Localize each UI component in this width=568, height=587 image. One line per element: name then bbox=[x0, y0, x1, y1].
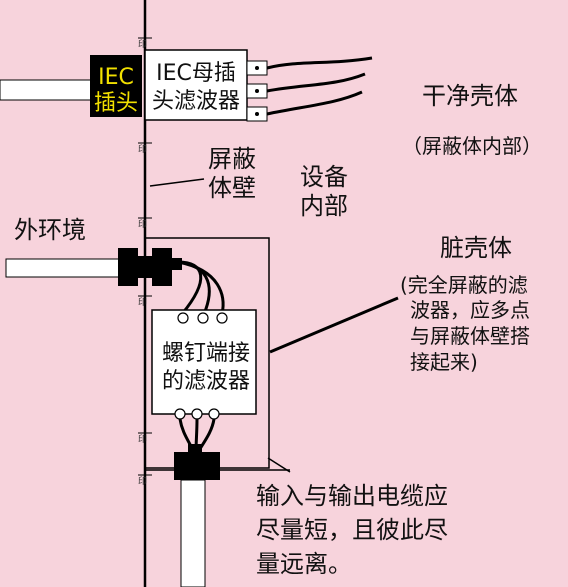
dirty-housing-note-line3: 与屏蔽体壁搭 bbox=[410, 324, 530, 348]
clean-housing-note: （屏蔽体内部） bbox=[402, 134, 542, 158]
svg-text:印: 印 bbox=[138, 143, 147, 155]
screw-filter-label-line2: 的滤波器 bbox=[162, 369, 250, 394]
iec-plug-label-line1: IEC bbox=[98, 65, 134, 90]
screw-terminal-filter-box bbox=[151, 309, 257, 415]
ferrite-core-icon bbox=[174, 452, 220, 480]
cable-note-line3: 量远离。 bbox=[256, 550, 352, 578]
dirty-housing-note-line2: 波器，应多点 bbox=[410, 298, 530, 322]
shield-wall-leader-line bbox=[149, 178, 205, 187]
equipment-inside-label-line1: 设备 bbox=[300, 163, 348, 191]
ferrite-core-icon bbox=[118, 248, 138, 286]
screw-terminal-icon bbox=[174, 408, 186, 420]
screw-terminal-icon bbox=[191, 408, 203, 420]
iec-plug-block bbox=[90, 55, 142, 117]
svg-text:印: 印 bbox=[138, 218, 147, 230]
screw-filter-top-terminals bbox=[177, 312, 228, 324]
cable-note-line1: 输入与输出电缆应 bbox=[256, 482, 448, 510]
fastener-icon: 印 bbox=[138, 474, 152, 487]
output-cable bbox=[180, 479, 206, 587]
outside-environment-label: 外环境 bbox=[14, 216, 86, 244]
screw-terminal-icon bbox=[177, 312, 189, 324]
screw-filter-bottom-terminals bbox=[174, 408, 220, 420]
svg-text:印: 印 bbox=[138, 475, 147, 487]
clean-housing-label: 干净壳体 bbox=[422, 82, 518, 110]
screw-terminal-icon bbox=[197, 312, 209, 324]
svg-text:印: 印 bbox=[138, 433, 147, 445]
fastener-icon: 印 bbox=[138, 142, 152, 155]
cable-note-line2: 尽量短，且彼此尽 bbox=[256, 516, 448, 544]
svg-text:印: 印 bbox=[138, 296, 147, 308]
fastener-icon: 印 bbox=[138, 37, 152, 50]
screw-filter-label-line1: 螺钉端接 bbox=[162, 341, 250, 366]
iec-plug-label-line2: 插头 bbox=[94, 91, 138, 116]
upper-wire-bundle bbox=[177, 260, 225, 315]
iec-filter-label-line1: IEC母插 bbox=[156, 61, 236, 86]
svg-text:印: 印 bbox=[138, 38, 147, 50]
equipment-inside-label-line2: 内部 bbox=[300, 192, 348, 220]
cable-note-leader bbox=[267, 457, 291, 473]
dirty-housing-note-line1: (完全屏蔽的滤 bbox=[400, 273, 528, 297]
screw-terminal-icon bbox=[208, 408, 220, 420]
fastener-icon: 印 bbox=[138, 217, 152, 230]
iec-socket-filter-box bbox=[144, 49, 248, 121]
ferrite-core-icon bbox=[152, 248, 172, 286]
dirty-housing-label: 脏壳体 bbox=[440, 234, 512, 262]
screw-terminal-icon bbox=[216, 312, 228, 324]
iec-filter-output-wires bbox=[266, 56, 373, 116]
iec-input-cable bbox=[0, 79, 94, 101]
lower-input-cable bbox=[5, 258, 121, 278]
iec-filter-label-line2: 头滤波器 bbox=[152, 89, 240, 114]
shield-wall-label-line1: 屏蔽 bbox=[208, 145, 256, 173]
iec-filter-terminals bbox=[246, 60, 268, 122]
dirty-housing-leader-line bbox=[269, 296, 399, 354]
shield-wall-label-line2: 体壁 bbox=[208, 174, 256, 202]
dirty-housing-note-line4: 接起来) bbox=[410, 350, 478, 374]
